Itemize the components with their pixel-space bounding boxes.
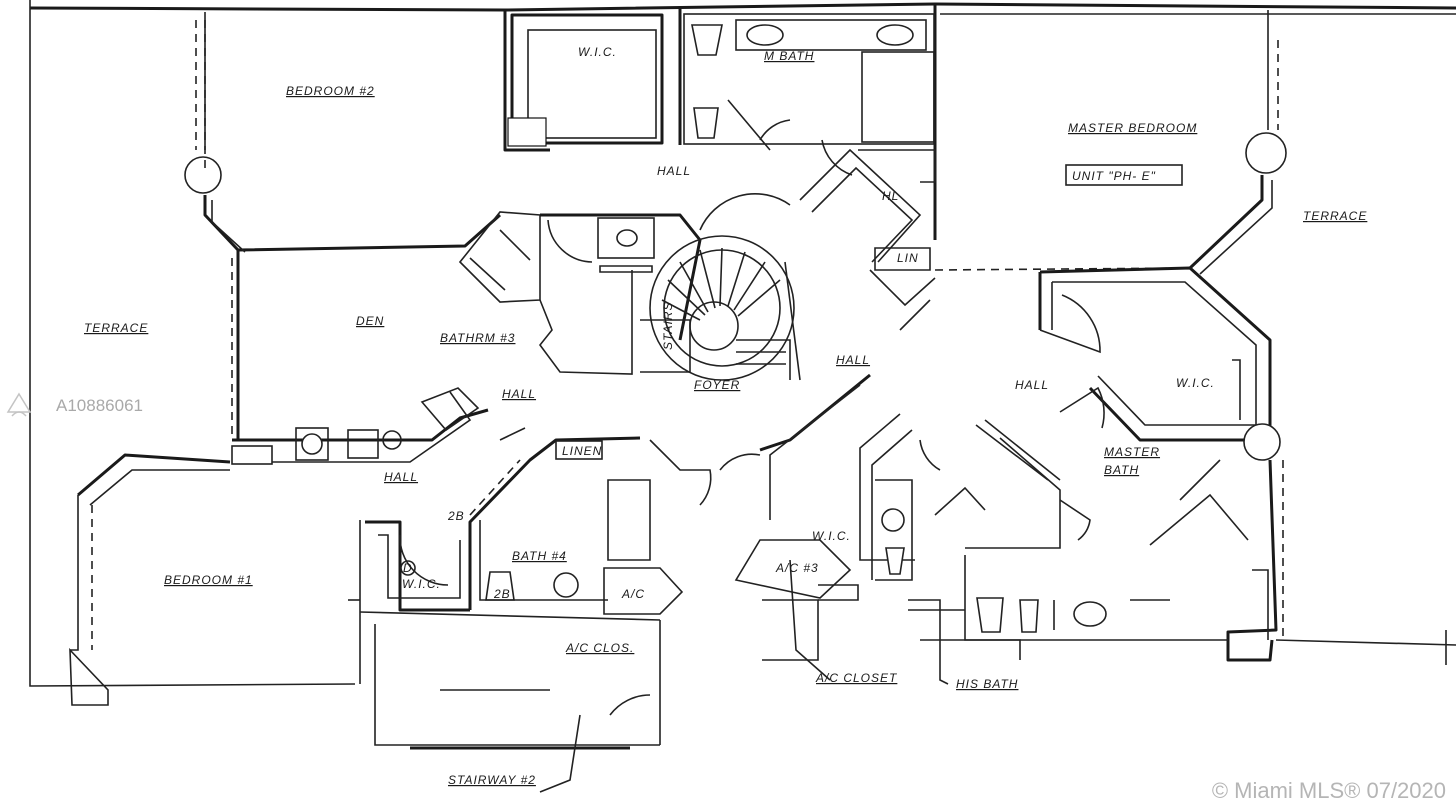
stairway2 <box>410 689 651 793</box>
label-bedroom1: BEDROOM #1 <box>164 573 253 587</box>
bath4-wic-left <box>359 436 761 746</box>
label-wic-center: W.I.C. <box>812 529 851 543</box>
label-hall-mid: HALL <box>502 387 536 401</box>
bedroom1-walls <box>69 453 361 706</box>
label-unit: UNIT "PH- E" <box>1072 169 1156 183</box>
room-labels: BEDROOM #2 W.I.C. M BATH MASTER BEDROOM … <box>84 45 1367 787</box>
den-bath3 <box>231 211 702 440</box>
master-bath <box>934 419 1284 662</box>
label-wic-right: W.I.C. <box>1176 376 1215 390</box>
label-wic-left: W.I.C. <box>402 577 441 591</box>
m-bath <box>683 13 935 151</box>
label-ac-clos: A/C CLOS. <box>565 641 634 655</box>
label-hall-top: HALL <box>657 164 691 178</box>
label-linen: LINEN <box>562 444 602 458</box>
wic-top <box>507 13 664 147</box>
label-ac3: A/C #3 <box>775 561 819 575</box>
label-tag-2b-a: 2B <box>447 509 465 523</box>
label-hall-right: HALL <box>1015 378 1049 392</box>
hl-lin <box>799 139 936 307</box>
label-den: DEN <box>356 314 384 328</box>
label-wic-top: W.I.C. <box>578 45 617 59</box>
label-terrace-right: TERRACE <box>1303 209 1367 223</box>
label-bath4: BATH #4 <box>512 549 567 563</box>
label-master-bedroom: MASTER BEDROOM <box>1068 121 1197 135</box>
wic-right <box>1038 266 1272 442</box>
label-tag-2b-b: 2B <box>493 587 511 601</box>
label-m-bath: M BATH <box>764 49 814 63</box>
label-bathrm3: BATHRM #3 <box>440 331 515 345</box>
label-bedroom2: BEDROOM #2 <box>286 84 375 98</box>
label-ac-small: A/C <box>621 587 645 601</box>
label-lin: LIN <box>897 251 919 265</box>
label-master-bath-2: BATH <box>1104 463 1139 477</box>
label-tag-d: D <box>403 561 413 575</box>
label-hall-center: HALL <box>836 353 870 367</box>
copyright-watermark: © Miami MLS® 07/2020 <box>1211 778 1446 803</box>
bedroom2-walls <box>184 12 501 253</box>
label-stairs: STAIRS <box>661 302 675 350</box>
ac-closets <box>734 479 1021 685</box>
exterior-walls <box>29 0 1456 687</box>
label-master-bath-1: MASTER <box>1104 445 1160 459</box>
kitchen-counter <box>231 387 526 465</box>
label-hall-kitchen: HALL <box>384 470 418 484</box>
spiral-stair <box>640 192 801 381</box>
listing-id-watermark: A10886061 <box>56 396 143 415</box>
label-stairway2: STAIRWAY #2 <box>448 773 536 787</box>
label-terrace-left: TERRACE <box>84 321 148 335</box>
label-hl: HL <box>882 189 899 203</box>
label-his-bath: HIS BATH <box>956 677 1018 691</box>
listing-logo-icon <box>6 392 32 417</box>
label-foyer: FOYER <box>694 378 740 392</box>
master-bedroom-walls <box>934 10 1287 275</box>
label-ac-closet: A/C CLOSET <box>815 671 898 685</box>
